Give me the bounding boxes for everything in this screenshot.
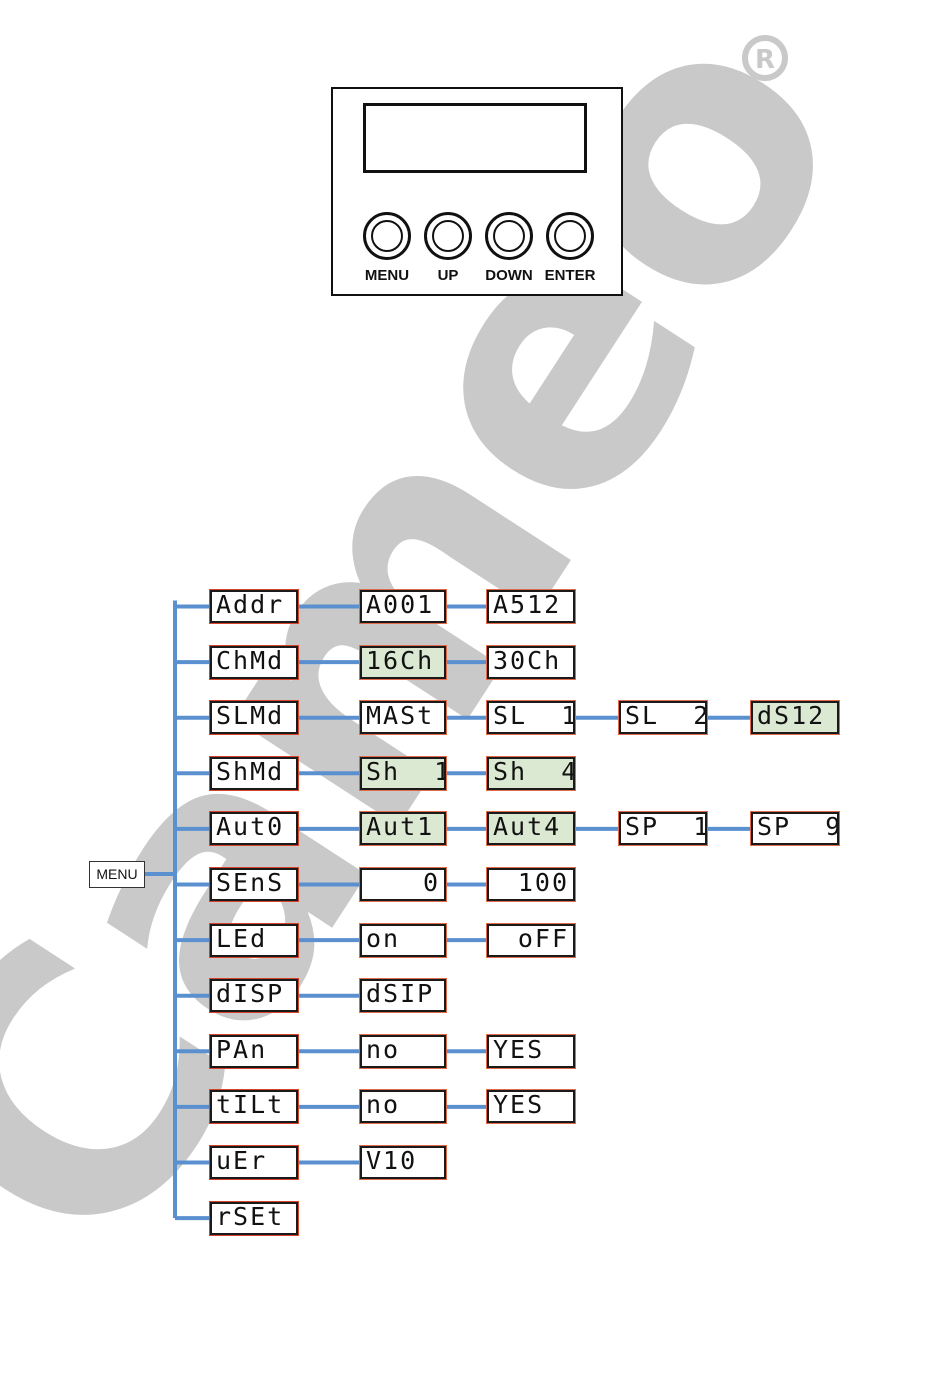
menu-item-display: ChMd: [210, 646, 298, 679]
option-display: 30Ch: [487, 646, 575, 679]
option-display: A512: [487, 590, 575, 623]
option-display: V10: [360, 1146, 446, 1179]
option-display: dSIP: [360, 979, 446, 1012]
menu-item-display: PAn: [210, 1035, 298, 1068]
option-display: on: [360, 924, 446, 957]
menu-item-display: ShMd: [210, 757, 298, 790]
menu-item-display: LEd: [210, 924, 298, 957]
option-display: SL 1: [487, 701, 575, 734]
menu-item-display: SLMd: [210, 701, 298, 734]
option-display: SP 1: [619, 812, 707, 845]
option-display: oFF: [487, 924, 575, 957]
menu-item-display: SEnS: [210, 868, 298, 901]
option-display: MASt: [360, 701, 446, 734]
menu-item-display: dISP: [210, 979, 298, 1012]
option-display: Aut4: [487, 812, 575, 845]
menu-root-label: MENU: [89, 861, 145, 888]
menu-item-display: uEr: [210, 1146, 298, 1179]
option-display: dS12: [751, 701, 839, 734]
option-display: SP 9: [751, 812, 839, 845]
option-display: Sh 4: [487, 757, 575, 790]
option-display: SL 2: [619, 701, 707, 734]
option-display: 16Ch: [360, 646, 446, 679]
option-display: no: [360, 1035, 446, 1068]
option-display: A001: [360, 590, 446, 623]
option-display: Sh 1: [360, 757, 446, 790]
option-display: YES: [487, 1035, 575, 1068]
menu-item-display: Addr: [210, 590, 298, 623]
menu-item-display: Aut0: [210, 812, 298, 845]
option-display: Aut1: [360, 812, 446, 845]
option-display: 0: [360, 868, 446, 901]
menu-item-display: rSEt: [210, 1202, 298, 1235]
option-display: YES: [487, 1090, 575, 1123]
menu-item-display: tILt: [210, 1090, 298, 1123]
option-display: 100: [487, 868, 575, 901]
option-display: no: [360, 1090, 446, 1123]
